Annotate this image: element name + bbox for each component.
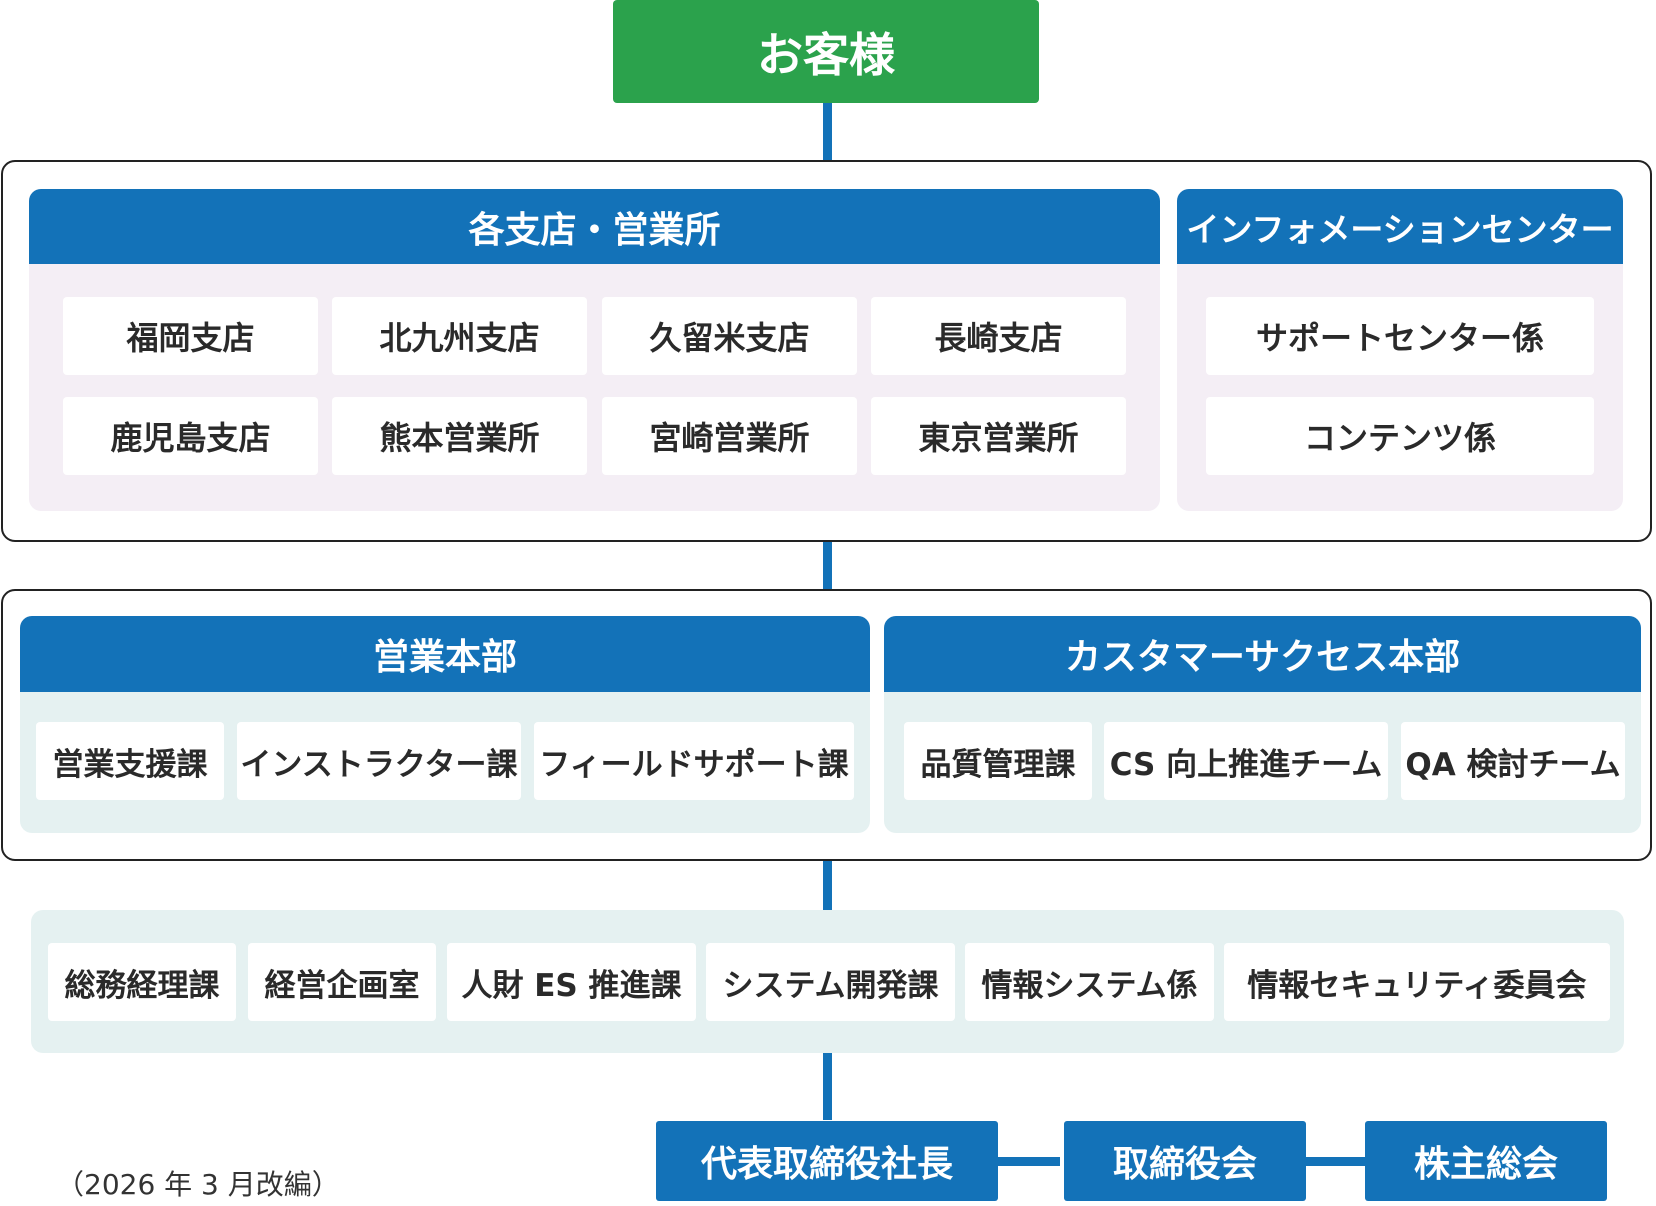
branches-title: 各支店・営業所: [468, 209, 721, 251]
cs-hq-item: CS 向上推進チーム: [1104, 722, 1388, 800]
info-center-panel: インフォメーションセンター サポートセンター係 コンテンツ係: [1177, 189, 1623, 511]
shareholders-box: 株主総会: [1365, 1121, 1607, 1201]
branch-item: 長崎支店: [871, 297, 1126, 375]
admin-item: 情報システム係: [965, 943, 1214, 1021]
connector-board-shareholders: [1300, 1157, 1368, 1166]
branch-item: 北九州支店: [332, 297, 587, 375]
sales-hq-item: 営業支援課: [36, 722, 224, 800]
admin-item: 総務経理課: [48, 943, 236, 1021]
admin-panel: 総務経理課 経営企画室 人財 ES 推進課 システム開発課 情報システム係 情報…: [31, 910, 1624, 1053]
sales-hq-item: フィールドサポート課: [534, 722, 854, 800]
shareholders-label: 株主総会: [1413, 1144, 1558, 1185]
branches-header: 各支店・営業所: [29, 189, 1160, 264]
info-center-item: コンテンツ係: [1206, 397, 1594, 475]
president-box: 代表取締役社長: [656, 1121, 998, 1201]
branch-item: 鹿児島支店: [63, 397, 318, 475]
branch-item: 宮崎営業所: [602, 397, 857, 475]
admin-item: システム開発課: [706, 943, 955, 1021]
connector-hq-admin: [823, 860, 832, 912]
board-box: 取締役会: [1064, 1121, 1306, 1201]
cs-hq-header: カスタマーサクセス本部: [884, 616, 1641, 692]
info-center-item: サポートセンター係: [1206, 297, 1594, 375]
branches-panel: 各支店・営業所 福岡支店 北九州支店 久留米支店 長崎支店 鹿児島支店 熊本営業…: [29, 189, 1160, 511]
connector-president-board: [990, 1157, 1060, 1166]
customer-box: お客様: [613, 0, 1039, 103]
sales-hq-title: 営業本部: [372, 637, 517, 678]
branch-item: 久留米支店: [602, 297, 857, 375]
sales-hq-header: 営業本部: [20, 616, 870, 692]
cs-hq-item: 品質管理課: [904, 722, 1092, 800]
connector-branches-hq: [823, 540, 832, 592]
info-center-title: インフォメーションセンター: [1186, 209, 1614, 249]
branch-item: 福岡支店: [63, 297, 318, 375]
branch-item: 熊本営業所: [332, 397, 587, 475]
cs-hq-item: QA 検討チーム: [1401, 722, 1625, 800]
admin-item: 人財 ES 推進課: [447, 943, 696, 1021]
sales-hq-item: インストラクター課: [237, 722, 521, 800]
revision-note: （2026 年 3 月改編）: [56, 1168, 340, 1201]
admin-item: 情報セキュリティ委員会: [1224, 943, 1610, 1021]
president-label: 代表取締役社長: [700, 1144, 953, 1185]
branch-item: 東京営業所: [871, 397, 1126, 475]
connector-customer-branches: [823, 100, 832, 162]
sales-hq-panel: 営業本部 営業支援課 インストラクター課 フィールドサポート課: [20, 616, 870, 833]
connector-admin-president: [823, 1052, 832, 1120]
customer-label: お客様: [757, 27, 895, 82]
cs-hq-panel: カスタマーサクセス本部 品質管理課 CS 向上推進チーム QA 検討チーム: [884, 616, 1641, 833]
admin-item: 経営企画室: [248, 943, 436, 1021]
board-label: 取締役会: [1112, 1144, 1257, 1185]
info-center-header: インフォメーションセンター: [1177, 189, 1623, 264]
cs-hq-title: カスタマーサクセス本部: [1064, 637, 1461, 678]
